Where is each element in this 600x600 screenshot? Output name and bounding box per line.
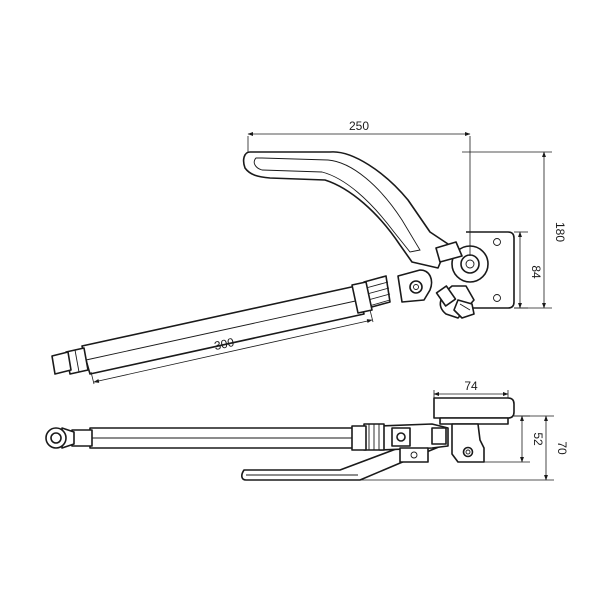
dim-label-side-total-height: 70 xyxy=(555,441,569,455)
rod-clevis xyxy=(397,269,433,303)
top-view: 250 180 84 300 xyxy=(51,119,567,385)
side-spring xyxy=(363,423,385,451)
dim-label-plate-width: 74 xyxy=(464,379,478,393)
side-joint xyxy=(379,423,449,463)
dim-side-total-height: 70 xyxy=(360,415,569,481)
side-mount-plate xyxy=(433,397,515,463)
dim-label-side-mount-height: 52 xyxy=(531,432,545,446)
pivot-assembly xyxy=(435,231,515,319)
dim-label-rod-length: 300 xyxy=(213,335,236,353)
dim-label-mount-height: 84 xyxy=(529,265,543,279)
dim-plate-width: 74 xyxy=(433,379,509,398)
dim-label-total-height: 180 xyxy=(553,222,567,242)
dim-label-lever-reach: 250 xyxy=(349,119,369,133)
lever-handle xyxy=(242,151,449,269)
dim-total-height: 180 xyxy=(462,151,567,309)
connecting-rod xyxy=(51,281,373,375)
side-view: 74 52 70 xyxy=(45,379,569,481)
dim-lever-reach: 250 xyxy=(247,119,471,256)
dim-rod-length: 300 xyxy=(90,309,374,385)
dim-mount-height: 84 xyxy=(514,231,543,309)
side-rod xyxy=(45,425,367,451)
